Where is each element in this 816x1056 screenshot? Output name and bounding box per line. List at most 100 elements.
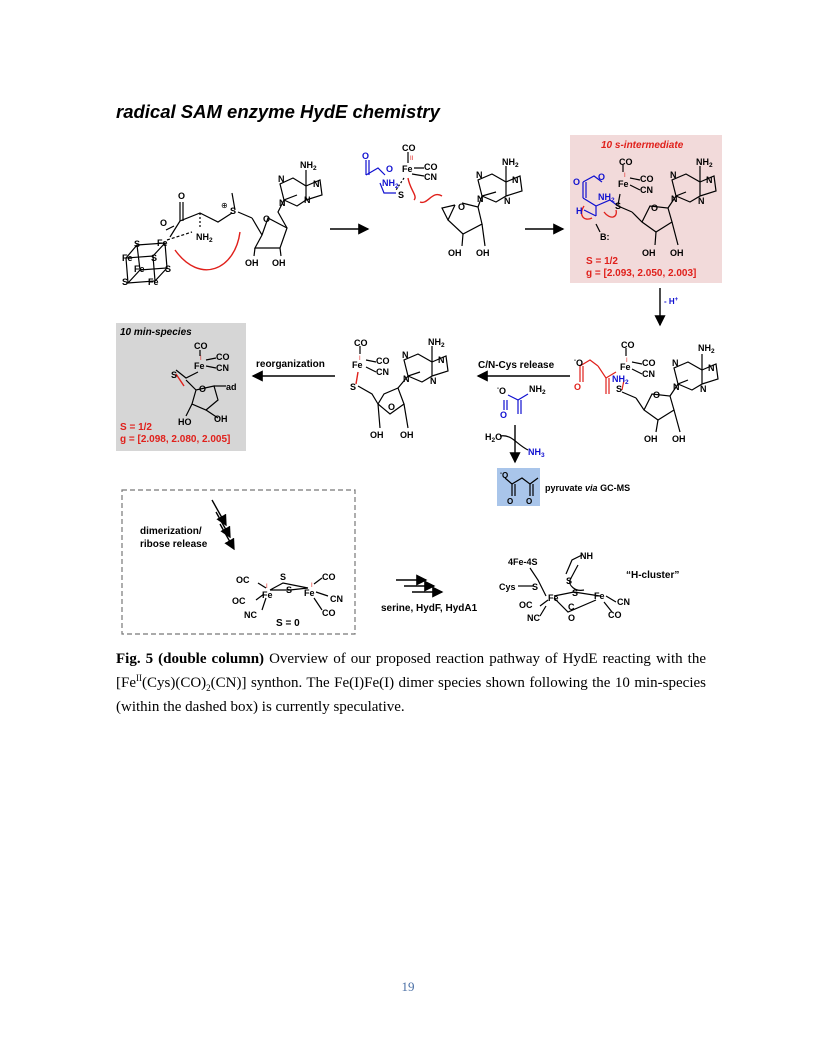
species-ad: ad	[226, 382, 237, 392]
species-ribose-o: O	[199, 384, 206, 394]
dimer-structure	[255, 577, 329, 611]
intermediate-carboxylate-o: O	[598, 172, 605, 182]
dimer-nc: NC	[244, 610, 257, 620]
intermediate-s: S	[615, 201, 621, 211]
released-dha-carbonyl-o: O	[500, 410, 507, 420]
species-ho: HO	[178, 417, 192, 427]
dimer-s2: S	[286, 585, 292, 595]
pyruvate-structure	[504, 477, 539, 496]
dha-oh2: OH	[672, 434, 686, 444]
intermediate-n2: N	[706, 175, 713, 185]
synthon-n1: N	[476, 170, 483, 180]
sam-n1: N	[278, 174, 285, 184]
dha-fe: Fe	[620, 362, 631, 372]
intermediate-fe-oxidation: I	[624, 173, 626, 179]
intermediate-amine: NH2	[598, 192, 615, 204]
synthon-co-right: CO	[424, 162, 438, 172]
sam-oh2: OH	[272, 258, 286, 268]
intermediate-spin: S = 1/2	[586, 256, 618, 267]
water-label: H2O	[485, 432, 502, 444]
sam-oh1: OH	[245, 258, 259, 268]
intermediate-box	[570, 135, 722, 283]
dimer-co-bottom: CO	[322, 608, 336, 618]
dimer-oc-bottom: OC	[232, 596, 246, 606]
cysrib-n1: N	[402, 350, 409, 360]
intermediate-title: 10 s-intermediate	[601, 140, 684, 151]
hcluster-structure	[518, 554, 617, 617]
cysrib-adenine-nh2: NH2	[428, 337, 445, 349]
reaction-scheme: O O NH2 Fe S Fe S Fe S S Fe S ⊕ O OH OH …	[116, 135, 722, 635]
species-cn: CN	[216, 363, 229, 373]
dimerization-label-1: dimerization/	[140, 526, 202, 537]
cysrib-n2: N	[438, 355, 445, 365]
sam-carbonyl-o: O	[178, 191, 185, 201]
sam-n2: N	[313, 179, 320, 189]
species-spin: S = 1/2	[120, 422, 152, 433]
sam-n3: N	[279, 198, 286, 208]
intermediate-n4: N	[698, 196, 705, 206]
figure-caption: Fig. 5 (double column) Overview of our p…	[116, 650, 706, 717]
synthon-amine: NH2	[382, 178, 399, 190]
dha-n4: N	[700, 384, 707, 394]
caption-sup: II	[136, 673, 142, 683]
released-dha-amine: NH2	[529, 384, 546, 396]
dimer-oc-top: OC	[236, 575, 250, 585]
dimer-fe1-oxidation: I	[266, 584, 268, 590]
hydrolysis-curl	[499, 435, 529, 451]
species-oh: OH	[214, 414, 228, 424]
hcluster-s2: S	[572, 588, 578, 598]
dimer-fe2: Fe	[304, 588, 315, 598]
cysrib-n4: N	[430, 376, 437, 386]
dha-n3: N	[673, 382, 680, 392]
dimer-s1: S	[280, 572, 286, 582]
synthon-ribose-o: O	[458, 202, 465, 212]
hcluster-cn: CN	[617, 597, 630, 607]
species-fe: Fe	[194, 361, 205, 371]
page-number: 19	[401, 979, 415, 994]
hcluster-co: CO	[608, 610, 622, 620]
hcluster-nc: NC	[527, 613, 540, 623]
synthon-n2: N	[512, 175, 519, 185]
intermediate-ribose-o: O	[651, 203, 658, 213]
intermediate-n3: N	[671, 194, 678, 204]
dehydroalanine-structure	[579, 348, 719, 433]
caption-part1: Overview of our proposed reaction pathwa…	[116, 651, 706, 691]
pyruvate-o-minus: -O	[500, 471, 508, 480]
synthon-n4: N	[504, 196, 511, 206]
cysrib-n3: N	[403, 374, 410, 384]
sam-adenine-nh2: NH2	[300, 160, 317, 172]
sam-fe-apical: Fe	[157, 238, 168, 248]
sam-ribose-o: O	[263, 214, 270, 224]
dha-carbonyl-o: O	[574, 382, 581, 392]
intermediate-base: B:	[600, 232, 610, 242]
hcluster-label: “H-cluster”	[626, 570, 679, 581]
dha-o-minus: -O	[574, 358, 583, 368]
dha-co-right: CO	[642, 358, 656, 368]
intermediate-co-right: CO	[640, 174, 654, 184]
hcluster-o: O	[568, 613, 575, 623]
synthon-cn: CN	[424, 172, 437, 182]
cysrib-fe: Fe	[352, 360, 363, 370]
synthon-fe-oxidation: II	[410, 156, 414, 162]
sam-ester-o: O	[160, 218, 167, 228]
intermediate-fe: Fe	[618, 179, 629, 189]
dimer-co-top: CO	[322, 572, 336, 582]
dha-n2: N	[708, 363, 715, 373]
cysrib-ribose-o: O	[388, 402, 395, 412]
caption-part3: (CN)] synthon. The Fe(I)Fe(I) dimer spec…	[116, 675, 706, 715]
synthon-oh2: OH	[476, 248, 490, 258]
sam-fe2: Fe	[134, 264, 145, 274]
cysrib-cn: CN	[376, 367, 389, 377]
hcluster-oc: OC	[519, 600, 533, 610]
species-title: 10 min-species	[120, 327, 192, 338]
synthon-sam-structure	[365, 152, 523, 247]
pyruvate-o1: O	[507, 497, 513, 506]
species-co-top: CO	[194, 341, 208, 351]
sam-fe3: Fe	[148, 277, 159, 287]
hcluster-cys: Cys	[499, 582, 516, 592]
synthon-carboxylate-o: O	[386, 164, 393, 174]
dha-oh1: OH	[644, 434, 658, 444]
dimerization-arrows	[211, 499, 235, 551]
dimer-dashed-box	[121, 489, 356, 635]
dimer-spin: S = 0	[276, 618, 300, 629]
